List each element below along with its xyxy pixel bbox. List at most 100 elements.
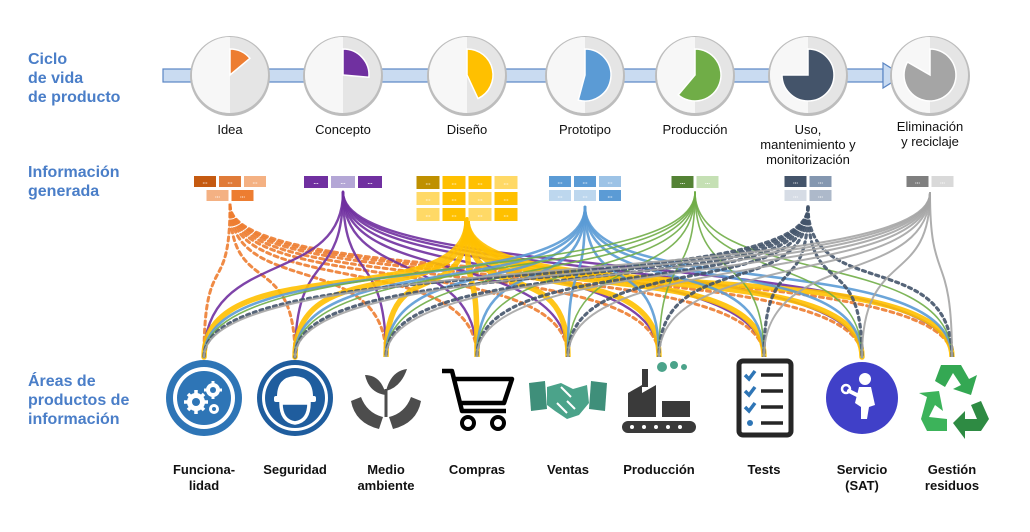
connection-idea-to-area	[228, 203, 388, 359]
lifecycle-section-title: Ciclo de vida de producto	[28, 51, 121, 106]
connection-idea-to-area	[228, 203, 479, 359]
stage-label-produccion: Producción	[662, 122, 728, 137]
connection-produccion-to-area	[203, 191, 696, 358]
connection-uso-to-area	[202, 205, 810, 359]
info-box	[599, 176, 621, 187]
connection-produccion-to-area	[294, 191, 696, 358]
connection-idea-to-area	[228, 203, 661, 359]
info-box	[194, 176, 216, 187]
info-box-label: ...	[425, 181, 430, 187]
stage-idea-circle	[190, 36, 270, 116]
info-boxes-concepto: .........	[304, 176, 382, 188]
info-box-label: ...	[915, 180, 920, 186]
area-label-medio: Medio ambiente	[357, 462, 415, 493]
stage-label-concepto: Concepto	[315, 122, 371, 137]
connection-produccion-to-area	[694, 191, 953, 358]
info-box	[809, 176, 832, 187]
info-box	[442, 192, 466, 205]
recycle-icon	[911, 357, 993, 439]
area-label-servicio: Servicio (SAT)	[836, 462, 888, 493]
connection-uso-to-area	[657, 205, 810, 359]
connection-produccion-to-area	[385, 191, 696, 358]
connection-concepto-to-area	[341, 190, 388, 359]
info-box-label: ...	[425, 197, 430, 203]
stage-wedge	[466, 48, 494, 100]
stage-label-diseno: Diseño	[446, 122, 488, 137]
stage-diseno-circle	[427, 36, 507, 116]
connection-eliminacion-to-area	[294, 192, 931, 358]
connection-eliminacion-to-area	[567, 192, 931, 358]
connection-idea-to-area	[202, 203, 232, 359]
info-box-label: ...	[477, 181, 482, 187]
area-label-produccion: Producción	[623, 462, 695, 477]
info-box	[416, 176, 440, 189]
connection-diseno-to-area	[292, 217, 470, 360]
info-box-label: ...	[793, 180, 798, 186]
info-box-label: ...	[202, 180, 207, 186]
connection-prototipo-to-area	[475, 205, 587, 359]
info-box	[494, 192, 518, 205]
info-box-label: ...	[451, 181, 456, 187]
connection-uso-to-area	[762, 205, 810, 359]
connection-idea-to-area	[228, 203, 297, 359]
info-box	[219, 176, 241, 187]
connection-eliminacion-to-area	[476, 192, 931, 358]
info-box	[358, 176, 382, 188]
info-boxes-prototipo: ..................	[549, 176, 621, 201]
area-label-tests: Tests	[747, 462, 781, 477]
info-box-label: ...	[607, 180, 612, 186]
info-box-label: ...	[940, 180, 945, 186]
info-box-label: ...	[313, 180, 318, 186]
connection-prototipo-to-area	[566, 205, 587, 359]
info-box	[494, 176, 518, 189]
info-box-label: ...	[477, 213, 482, 219]
stage-concepto-circle	[303, 36, 383, 116]
connection-prototipo-to-area	[583, 205, 661, 359]
info-boxes-uso: ............	[784, 176, 832, 201]
info-box-label: ...	[451, 197, 456, 203]
info-box-label: ...	[477, 197, 482, 203]
info-box-label: ...	[680, 180, 685, 186]
info-box	[784, 190, 807, 201]
area-label-seguridad: Seguridad	[263, 462, 327, 477]
stage-wedge	[903, 48, 957, 102]
info-box	[442, 208, 466, 221]
info-box-label: ...	[425, 213, 430, 219]
stage-produccion-circle	[655, 36, 735, 116]
info-box-label: ...	[367, 180, 372, 186]
info-boxes-eliminacion: ......	[906, 176, 954, 187]
connection-diseno-to-area	[201, 217, 470, 360]
info-box-label: ...	[503, 213, 508, 219]
stage-wedge	[781, 48, 835, 102]
info-box	[468, 192, 492, 205]
stage-label-eliminacion: Eliminación y reciclaje	[896, 119, 964, 149]
repair-worker-icon	[821, 357, 903, 439]
info-box-label: ...	[582, 194, 587, 200]
info-box	[442, 176, 466, 189]
info-box	[809, 190, 832, 201]
connection-concepto-to-area	[202, 190, 345, 359]
connection-prototipo-to-area	[583, 205, 766, 359]
stage-wedge	[677, 48, 722, 102]
info-box	[671, 176, 694, 188]
info-box	[468, 176, 492, 189]
info-box-label: ...	[582, 180, 587, 186]
info-box	[574, 190, 596, 201]
shopping-cart-icon	[436, 357, 518, 439]
stage-label-uso: Uso, mantenimiento y monitorización	[760, 122, 856, 167]
area-label-gestion: Gestión residuos	[924, 462, 980, 493]
info-box-label: ...	[818, 180, 823, 186]
info-box	[231, 190, 254, 201]
connection-produccion-to-area	[694, 191, 863, 358]
connection-diseno-to-area	[464, 217, 955, 360]
info-box	[574, 176, 596, 187]
info-boxes-diseno: ....................................	[416, 176, 518, 221]
info-box-label: ...	[227, 180, 232, 186]
info-box-label: ...	[705, 180, 710, 186]
factory-icon	[618, 357, 700, 439]
stage-wedge	[342, 48, 370, 79]
connection-eliminacion-to-area	[861, 192, 931, 358]
info-box	[696, 176, 719, 188]
